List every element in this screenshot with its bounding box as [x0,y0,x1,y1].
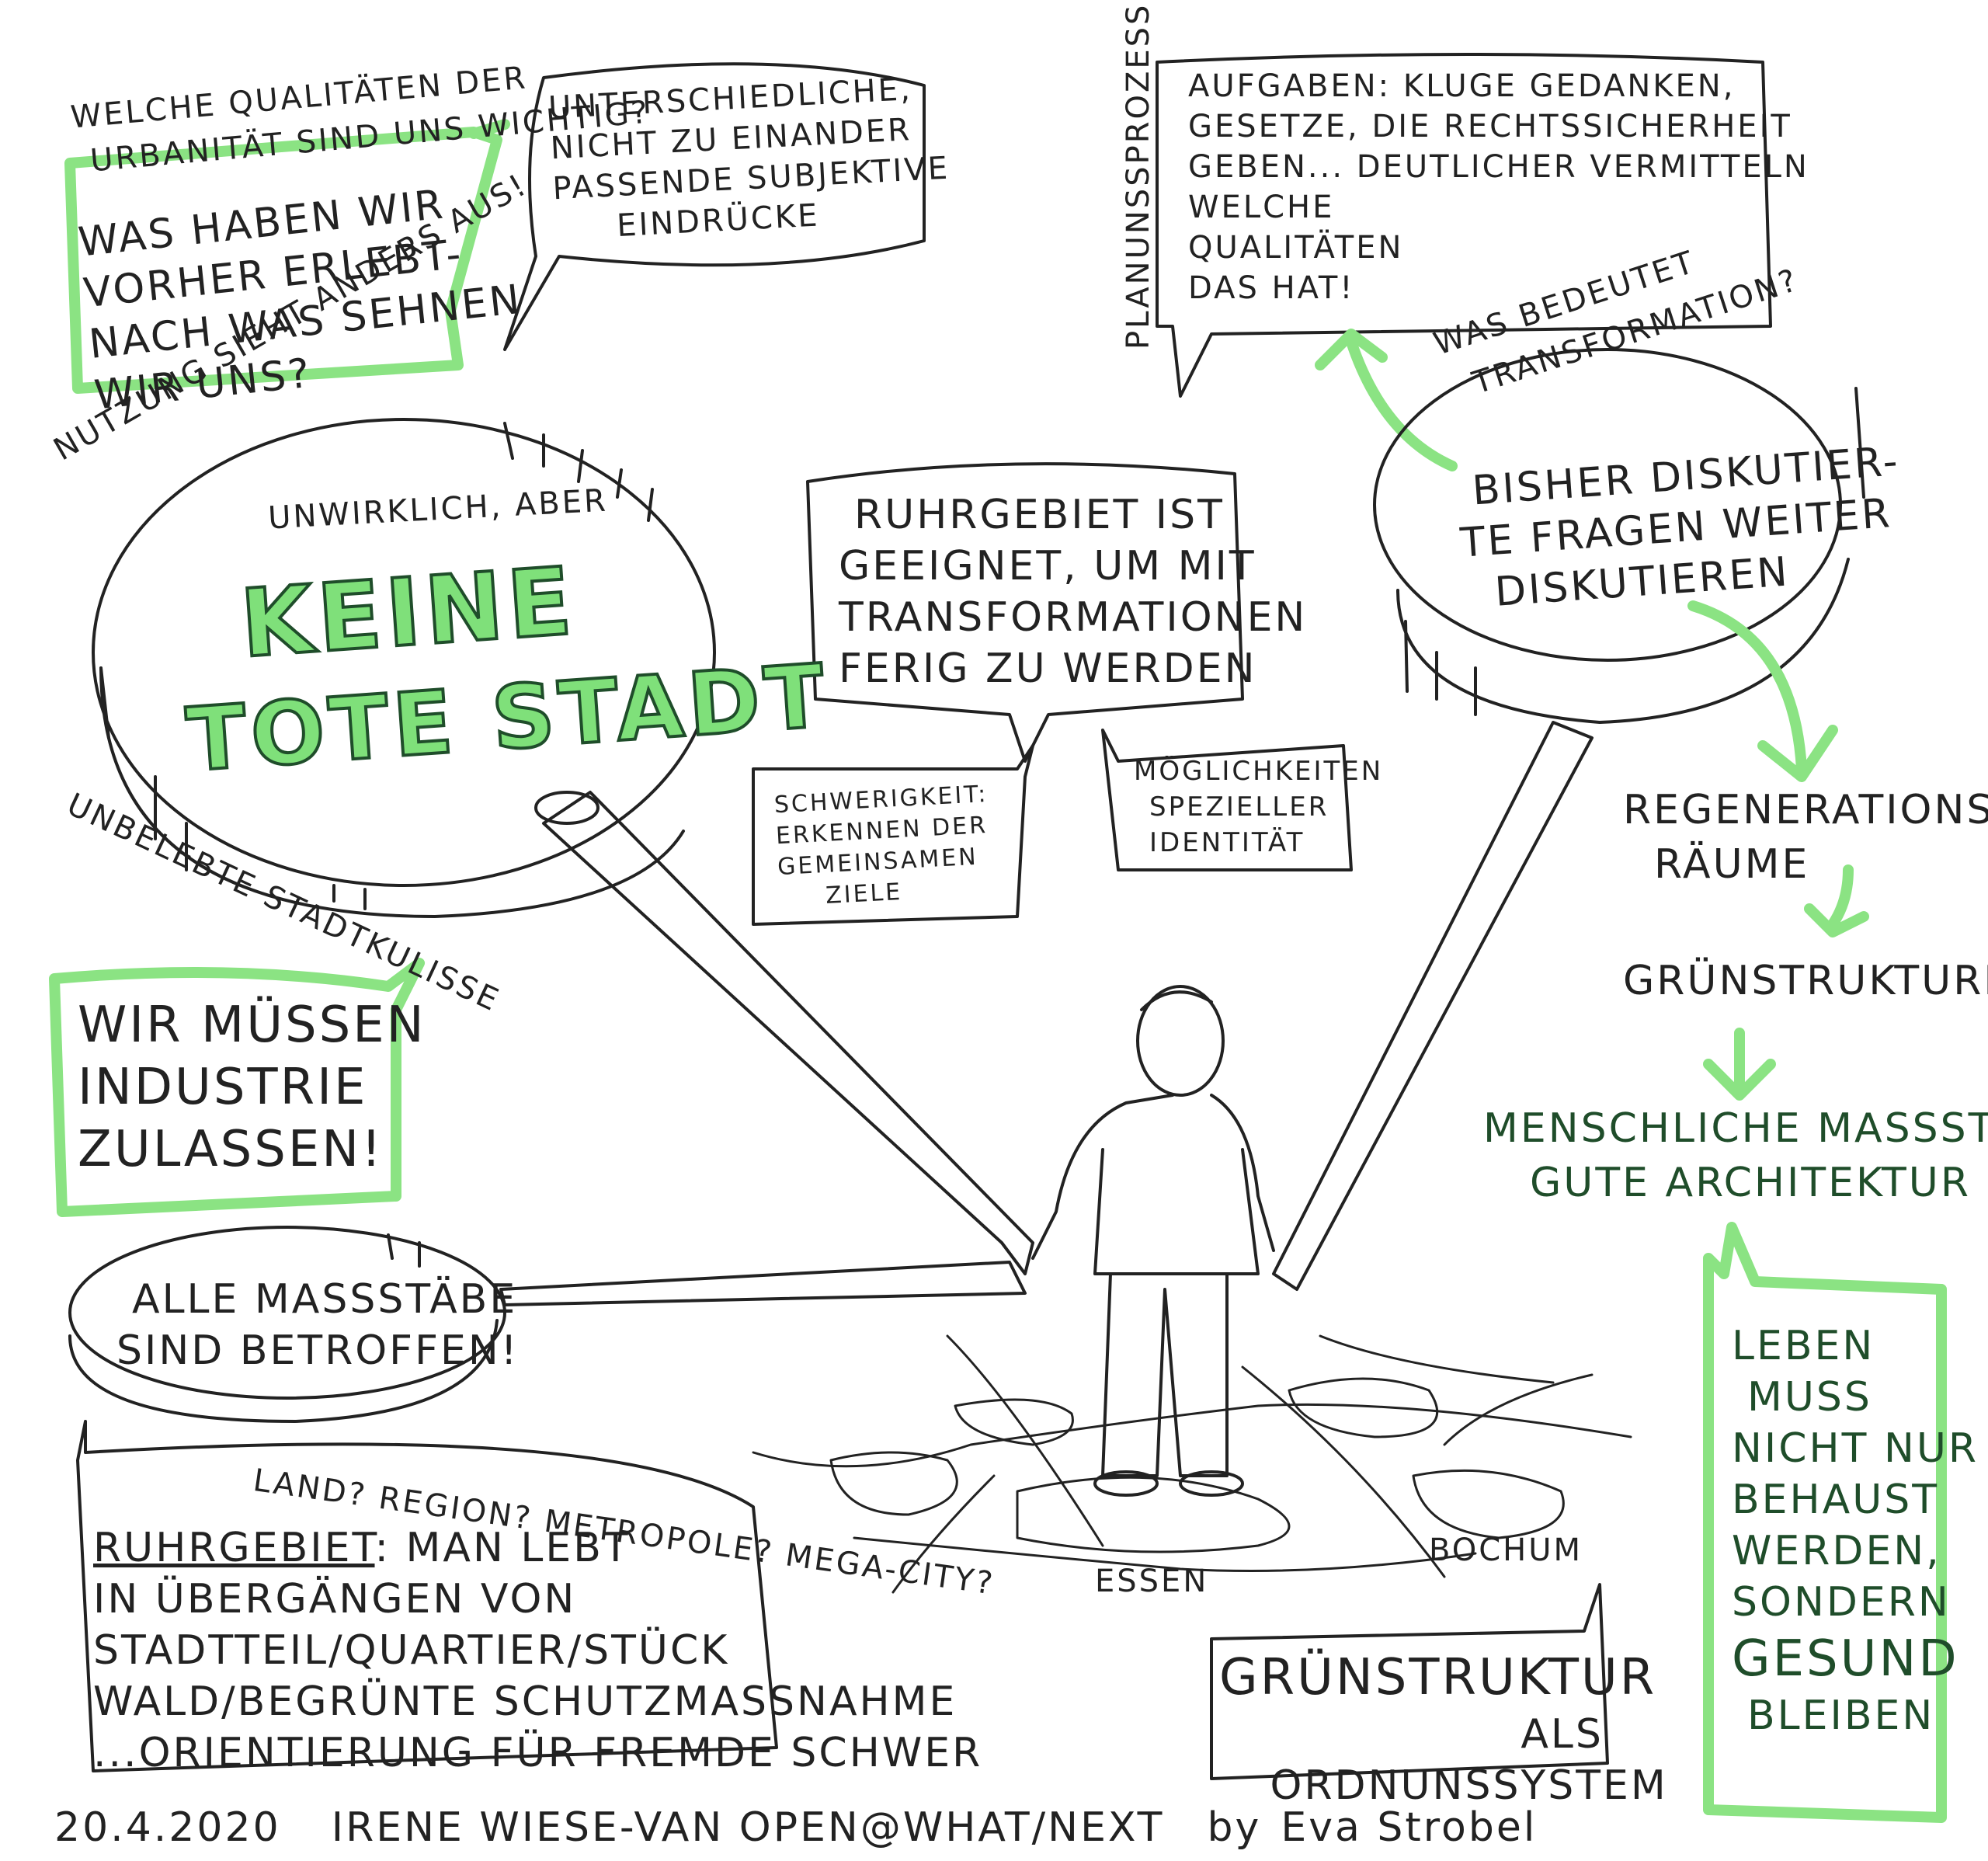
green-box-right-line: SONDERN [1732,1579,1951,1626]
footer-event: IRENE WIESE-VAN OPEN@WHAT/NEXT [331,1804,1165,1851]
bubble-top-right-line: GEBEN... DEUTLICHER VERMITTELN [1188,149,1809,185]
green-bubble-left-text: WIR MÜSSEN INDUSTRIE ZULASSEN! [78,994,426,1181]
bubble-center-line: TRANSFORMATIONEN [839,594,1308,641]
lens-small-line: ALLE MAßSTÄBE [132,1276,518,1323]
bubble-bottom-center-line: ALS [1521,1711,1604,1758]
bubble-bottom-left [76,1420,778,1772]
footer-date: 20.4.2020 [54,1804,281,1851]
green-box-right-line: BEHAUST [1732,1477,1940,1523]
footer-author: Eva Strobel [1281,1804,1538,1851]
bubble-top-right [1156,53,1772,398]
bubble-top-right-line: DAS HAT! [1188,270,1355,306]
bubble-top-right-line: WELCHE [1188,190,1335,225]
green-box-right [1703,1222,1947,1823]
bubble-bottom-left-first-line: RUHRGEBIET: MAN LEBT [93,1522,982,1574]
green-bubble-left-line: WIR MÜSSEN [78,997,426,1054]
arrow-up [1315,329,1458,471]
person-figure [1031,985,1275,1497]
handle-big [542,791,1034,1275]
green-box-right-line: BLEIBEN [1747,1692,1935,1739]
arrow-down-1 [1687,600,1838,782]
green-bubble-left-line: INDUSTRIE [78,1059,368,1116]
bubble-top-text: UNTERSCHIEDLICHE, NICHT ZU EINANDER PASS… [547,68,953,250]
lens-right [1373,348,1842,662]
bubble-bottom-left-text: RUHRGEBIET: MAN LEBT IN ÜBERGÄNGEN VON S… [93,1522,982,1779]
handle-small [499,1261,1027,1306]
bubble-small-left [752,744,1034,926]
bubble-center-line: GEEIGNET, UM MIT [839,543,1256,590]
green-box-right-line: GESUND [1732,1630,1959,1688]
bubble-center-text: RUHRGEBIET IST GEEIGNET, UM MIT TRANSFOR… [839,489,1307,694]
step1-line2: RÄUME [1654,841,1810,888]
green-box-right-line: WERDEN, [1732,1528,1941,1574]
green-box-right-line: LEBEN [1732,1323,1875,1369]
step2: GRÜNSTRUKTUREN [1623,958,1988,1004]
green-box-right-text: LEBEN MUSS NICHT NUR BEHAUST WERDEN, SON… [1732,1320,1979,1741]
small-right-line: SPEZIELLER [1149,791,1329,823]
bubble-bottom-left-line: STADTTEIL/QUARTIER/STÜCK [93,1627,730,1674]
green-box-right-line: MUSS [1747,1374,1872,1421]
lens-small [68,1226,506,1400]
bubble-small-right-text: MÖGLICHKEITEN SPEZIELLER IDENTITÄT [1134,753,1383,861]
bubble-small-right [1101,729,1353,871]
side-text-planungsprozesse: PLANUNSSPROZESSE [1121,0,1156,350]
bubble-bottom-left-line: : MAN LEBT [374,1525,631,1571]
bubble-bottom-left-line: ...ORIENTIERUNG FÜR FREMDE SCHWER [93,1730,983,1776]
bubble-bottom-center-line: ORDNUNSSYSTEM [1270,1762,1668,1809]
footer-by: by [1207,1804,1262,1851]
bubble-bottom-center [1210,1583,1609,1780]
bubble-small-left-text: SCHWERIGKEIT: ERKENNEN DER GEMEINSAMEN Z… [773,779,994,914]
label-ruhrgebiet: RUHRGEBIET [93,1525,375,1571]
map-drawing [752,1334,1632,1594]
bubble-top-right-line: QUALITÄTEN [1188,230,1404,266]
footer: 20.4.2020 IRENE WIESE-VAN OPEN@WHAT/NEXT… [54,1802,1537,1853]
bubble-top-right-line: GESETZE, DIE RECHTSSICHERHEIT [1188,109,1792,144]
lens-small-line: SIND BETROFFEN! [116,1327,520,1374]
green-bubble-left [49,958,425,1217]
lens-small-text: ALLE MAßSTÄBE SIND BETROFFEN! [116,1274,520,1376]
bubble-bottom-left-line: WALD/BEGRÜNTE SCHUTZMAßNAHME [93,1678,958,1725]
map-label-essen: ESSEN [1095,1564,1209,1599]
lens-big [92,418,716,887]
handle-right [1272,721,1594,1291]
green-bubble-left-line: ZULASSEN! [78,1121,384,1178]
green-box-right-line: NICHT NUR [1732,1425,1979,1472]
step3-line1: MENSCHLICHE MAßSTÄBE [1483,1105,1988,1152]
bubble-top-right-text: AUFGABEN: KLUGE GEDANKEN, GESETZE, DIE R… [1188,66,1809,308]
bubble-center-line: FERIG ZU WERDEN [839,645,1257,692]
bubble-bottom-center-line: GRÜNSTRUKTUR [1219,1649,1657,1706]
arrow-down-3 [1703,1028,1776,1101]
small-right-line: IDENTITÄT [1149,827,1305,858]
step1-line1: REGENERATIONS- [1623,787,1988,833]
bubble-top-right-line: AUFGABEN: KLUGE GEDANKEN, [1188,68,1736,104]
bubble-bottom-center-text: GRÜNSTRUKTUR ALS ORDNUNSSYSTEM [1219,1647,1666,1811]
bubble-bottom-left-line: IN ÜBERGÄNGEN VON [93,1576,577,1623]
bubble-top [503,62,926,351]
lens-right-text: BISHER DISKUTIER- TE FRAGEN WEITER DISKU… [1459,436,1913,619]
step3-line2: GUTE ARCHITEKTUR [1530,1160,1971,1206]
bubble-center-line: RUHRGEBIET IST [854,492,1225,538]
map-label-bochum: BOCHUM [1429,1532,1583,1568]
small-right-line: MÖGLICHKEITEN [1134,756,1384,787]
arrow-down-2 [1804,864,1869,937]
bubble-center [806,462,1244,763]
